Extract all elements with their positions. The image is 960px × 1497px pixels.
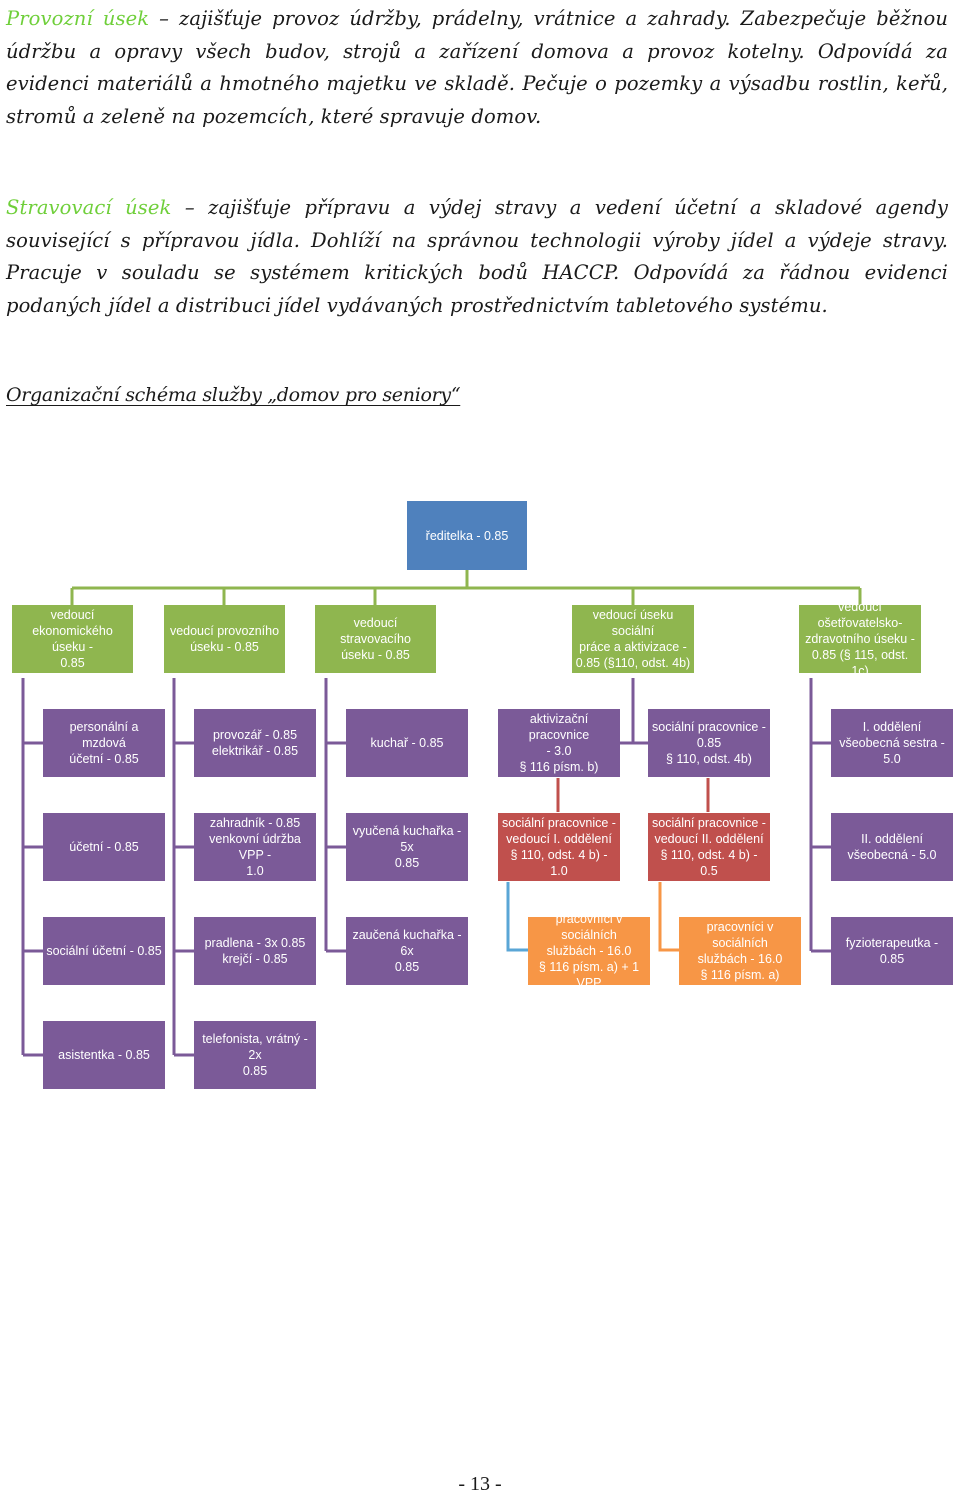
paragraph-operations: Provozní úsek – zajišťuje provoz údržby,…: [6, 3, 948, 133]
box-social-lead-1: sociální pracovnice - vedoucí I. oddělen…: [498, 813, 620, 881]
box-operations-gardener: zahradník - 0.85 venkovní údržba VPP - 1…: [194, 813, 316, 881]
page-number: - 13 -: [458, 1473, 502, 1495]
box-social-lead-2: sociální pracovnice - vedoucí II. odděle…: [648, 813, 770, 881]
box-head-operations: vedoucí provozního úseku - 0.85: [164, 605, 285, 673]
paragraph-catering: Stravovací úsek – zajišťuje přípravu a v…: [6, 192, 948, 322]
box-economic-assistant: asistentka - 0.85: [43, 1021, 165, 1089]
org-chart-title: Organizační schéma služby „domov pro sen…: [6, 384, 461, 406]
connector-care-1: [506, 882, 528, 952]
box-economic-social-accountant: sociální účetní - 0.85: [43, 917, 165, 985]
box-social-activation: aktivizační pracovnice - 3.0 § 116 písm.…: [498, 709, 620, 777]
box-catering-assistant-cook: zaučená kuchařka - 6x 0.85: [346, 917, 468, 985]
box-head-economic: vedoucí ekonomického úseku - 0.85: [12, 605, 133, 673]
paragraph-operations-text: – zajišťuje provoz údržby, prádelny, vrá…: [6, 7, 948, 128]
box-catering-trained-cook: vyučená kuchařka - 5x 0.85: [346, 813, 468, 881]
paragraph-catering-text: – zajišťuje přípravu a výdej stravy a ve…: [6, 196, 948, 317]
box-head-nursing: vedoucí ošetřovatelsko- zdravotního úsek…: [799, 600, 921, 678]
box-nursing-ward-2: II. oddělení všeobecná - 5.0: [831, 813, 953, 881]
box-head-social: vedoucí úseku sociální práce a aktivizac…: [572, 605, 694, 673]
box-director: ředitelka - 0.85: [407, 501, 527, 570]
box-operations-porter: telefonista, vrátný - 2x 0.85: [194, 1021, 316, 1089]
box-operations-laundry: pradlena - 3x 0.85 krejčí - 0.85: [194, 917, 316, 985]
box-care-workers-2: pracovníci v sociálních službách - 16.0 …: [679, 917, 801, 985]
box-economic-payroll: personální a mzdová účetní - 0.85: [43, 709, 165, 777]
box-operations-technician: provozář - 0.85 elektrikář - 0.85: [194, 709, 316, 777]
box-care-workers-1: pracovníci v sociálních službách - 16.0 …: [528, 912, 650, 990]
box-nursing-physio: fyzioterapeutka - 0.85: [831, 917, 953, 985]
term-catering: Stravovací úsek: [6, 196, 172, 219]
box-nursing-ward-1: I. oddělení všeobecná sestra - 5.0: [831, 709, 953, 777]
box-social-worker: sociální pracovnice - 0.85 § 110, odst. …: [648, 709, 770, 777]
connector-care-2: [658, 882, 679, 952]
box-catering-cook: kuchař - 0.85: [346, 709, 468, 777]
term-operations: Provozní úsek: [6, 7, 150, 30]
box-head-catering: vedoucí stravovacího úseku - 0.85: [315, 605, 436, 673]
box-economic-accountant: účetní - 0.85: [43, 813, 165, 881]
